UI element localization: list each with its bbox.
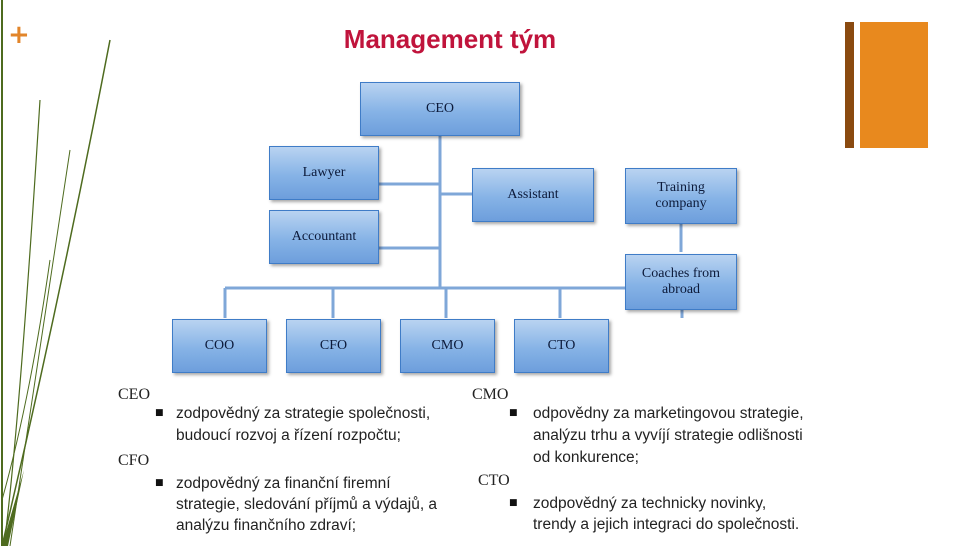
cfo-description-line-3: analýzu finančního zdraví; <box>176 517 357 534</box>
node-assistant: Assistant <box>472 168 594 222</box>
cto-description-line-2: trendy a jejich integraci do společnosti… <box>533 516 800 533</box>
slide-title: Management tým <box>343 24 557 54</box>
ceo-description-line-1: zodpovědný za strategie společnosti, <box>176 405 431 422</box>
accent-bar-orange <box>860 22 928 148</box>
cto-description-line-1: zodpovědný za technicky novinky, <box>533 495 767 512</box>
square-bullet-icon: ■ <box>509 408 518 418</box>
ceo-description-line-2: budoucí rozvoj a řízení rozpočtu; <box>176 427 401 444</box>
org-chart: CEO Lawyer Accountant Assistant Training… <box>150 78 750 378</box>
node-ceo: CEO <box>360 82 520 136</box>
org-chart-connectors <box>223 136 684 318</box>
cfo-description-line-2: strategie, sledování příjmů a výdajů, a <box>176 496 438 513</box>
cmo-description-line-3: od konkurence; <box>533 449 639 466</box>
square-bullet-icon: ■ <box>509 498 518 508</box>
cto-label: CTO <box>478 472 510 489</box>
accent-bar-dark <box>845 22 854 148</box>
node-cmo: CMO <box>400 319 495 373</box>
cmo-label: CMO <box>472 386 509 403</box>
node-training-company: Training company <box>625 168 737 224</box>
node-coaches-from-abroad: Coaches from abroad <box>625 254 737 310</box>
node-accountant: Accountant <box>269 210 379 264</box>
square-bullet-icon: ■ <box>155 478 164 488</box>
cfo-label: CFO <box>118 452 150 469</box>
ceo-label: CEO <box>118 386 150 403</box>
cmo-description-line-1: odpovědny za marketingovou strategie, <box>533 405 804 422</box>
node-cto: CTO <box>514 319 609 373</box>
square-bullet-icon: ■ <box>155 408 164 418</box>
cfo-description-line-1: zodpovědný za finanční firemní <box>176 475 391 492</box>
cmo-description-line-2: analýzu trhu a vyvíjí strategie odlišnos… <box>533 427 803 444</box>
node-cfo: CFO <box>286 319 381 373</box>
plus-icon: + <box>8 20 30 50</box>
node-coo: COO <box>172 319 267 373</box>
node-lawyer: Lawyer <box>269 146 379 200</box>
